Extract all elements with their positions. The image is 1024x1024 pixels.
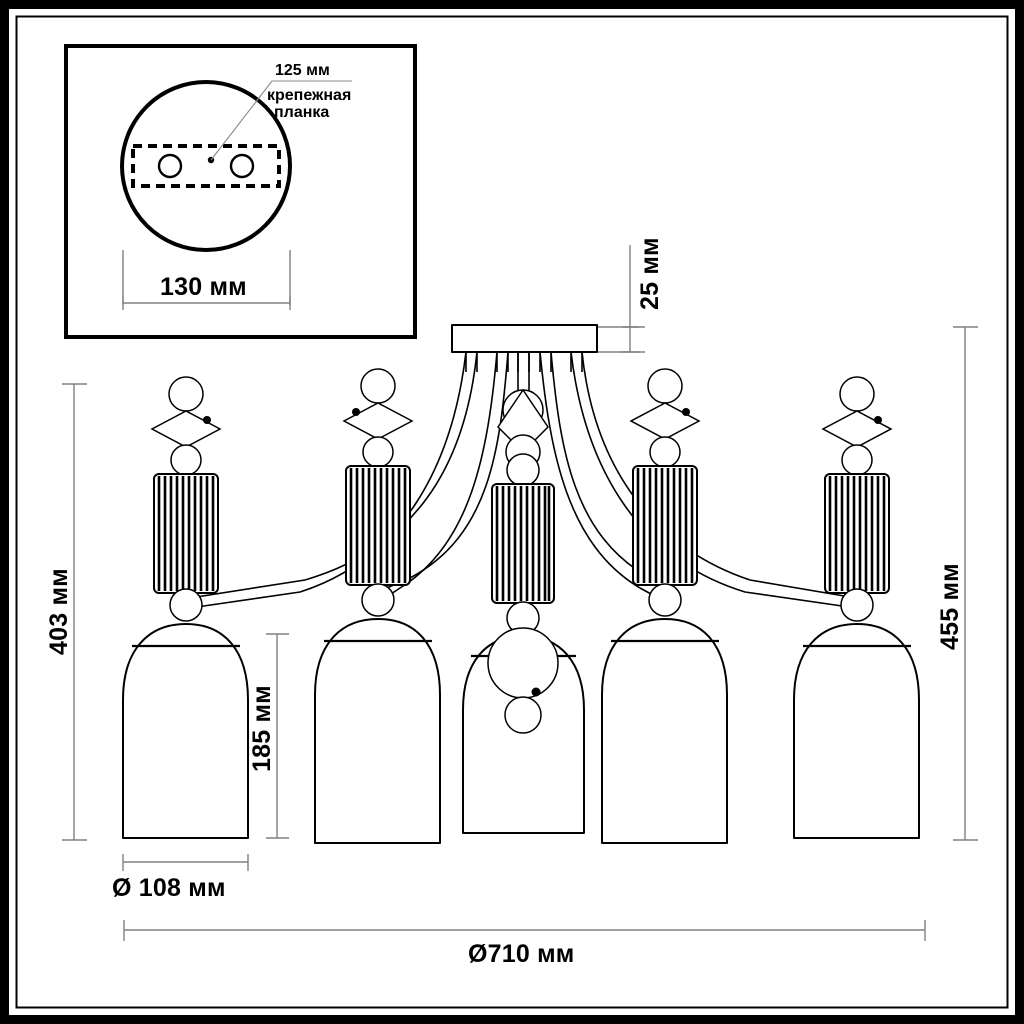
dim-ticks-108 — [122, 854, 249, 871]
dim-label-25: 25 мм — [636, 237, 664, 310]
finial-sphere-top-4 — [647, 368, 683, 404]
dim-label-108: Ø 108 мм — [112, 874, 226, 902]
dimension-shade-height: 185 мм — [248, 633, 289, 839]
mounting-hole-left — [157, 153, 183, 179]
dim-label-185: 185 мм — [248, 685, 276, 772]
dimension-total-height-left: 403 мм — [45, 383, 87, 841]
arm-5-outer — [570, 351, 857, 609]
finial-accent-dot-5 — [874, 416, 882, 424]
bulb-tip-sphere-3 — [504, 696, 542, 734]
dimension-canopy-height: 25 мм — [598, 237, 664, 353]
dimension-shade-diameter: Ø 108 мм — [112, 854, 249, 902]
lamp-unit-3 — [462, 453, 585, 834]
body-ribs-3 — [495, 486, 551, 601]
finial-sphere-mid-5 — [841, 444, 873, 476]
finial-sphere-mid-2 — [362, 436, 394, 468]
dim-ticks-710 — [123, 920, 926, 941]
shade-collar-sphere-top-3 — [506, 453, 540, 487]
finial-accent-dot-2 — [352, 408, 360, 416]
ceiling-canopy-plate — [451, 324, 598, 372]
body-ribs-2 — [349, 468, 407, 583]
arm-1-inner — [189, 351, 478, 599]
dim-label-130: 130 мм — [160, 273, 247, 301]
shade-collar-sphere-5 — [840, 588, 874, 622]
dimension-fixture-diameter: Ø710 мм — [123, 920, 926, 968]
mounting-plate-detail-panel: 125 мм крепежная планка 130 мм — [64, 44, 417, 339]
shade-collar-sphere-1 — [169, 588, 203, 622]
arm-4-outer — [539, 351, 663, 601]
shade-collar-sphere-2 — [361, 583, 395, 617]
glass-shade-1 — [122, 623, 249, 839]
dim-ticks-25 — [622, 326, 639, 353]
ribbed-body-4 — [632, 465, 698, 586]
glass-shade-4 — [601, 618, 728, 844]
frame-gap — [11, 11, 1013, 1013]
finial-sphere-mid-1 — [170, 444, 202, 476]
canopy-circle — [120, 80, 292, 252]
arm-2-outer — [381, 351, 498, 601]
glass-shade-5 — [793, 623, 920, 839]
lamp-unit-5 — [793, 376, 920, 839]
ribbed-body-1 — [153, 473, 219, 594]
finial-sphere-mid-4 — [649, 436, 681, 468]
finial-sphere-top-5 — [839, 376, 875, 412]
lamp-unit-1 — [122, 376, 249, 839]
dim-label-403: 403 мм — [45, 568, 73, 655]
dimension-total-height-right: 455 мм — [936, 326, 978, 841]
frame-inner-border — [15, 15, 1009, 1009]
arm-2-inner — [381, 351, 509, 591]
dim-ticks-455 — [953, 326, 978, 841]
bulb-accent-dot-3 — [531, 687, 541, 697]
detail-callout-dimension: 125 мм — [275, 62, 330, 79]
finial-accent-dot-1 — [203, 416, 211, 424]
mounting-hole-right — [229, 153, 255, 179]
dim-label-710: Ø710 мм — [468, 940, 575, 968]
ribbed-body-2 — [345, 465, 411, 586]
callout-leader-line — [210, 80, 352, 161]
body-ribs-4 — [636, 468, 694, 583]
ribbed-body-5 — [824, 473, 890, 594]
lamp-unit-2 — [314, 368, 441, 844]
finial-accent-dot-4 — [682, 408, 690, 416]
canopy-rod-stubs — [465, 352, 583, 372]
lamp-unit-4 — [601, 368, 728, 844]
finial-sphere-top-1 — [168, 376, 204, 412]
dim-ticks-130 — [122, 296, 291, 310]
body-ribs-5 — [828, 476, 886, 591]
dim-label-455: 455 мм — [936, 563, 964, 650]
body-ribs-1 — [157, 476, 215, 591]
finial-sphere-top-2 — [360, 368, 396, 404]
mounting-bar-dashed — [131, 144, 281, 188]
bulb-sphere-3 — [487, 627, 559, 699]
dim-ticks-403 — [62, 383, 87, 841]
shade-collar-sphere-4 — [648, 583, 682, 617]
detail-callout-label-line1: крепежная — [267, 87, 351, 104]
dim-ticks-185 — [266, 633, 289, 839]
detail-callout-label-line2: планка — [274, 104, 329, 121]
canopy-plate-body — [451, 324, 598, 353]
glass-shade-2 — [314, 618, 441, 844]
